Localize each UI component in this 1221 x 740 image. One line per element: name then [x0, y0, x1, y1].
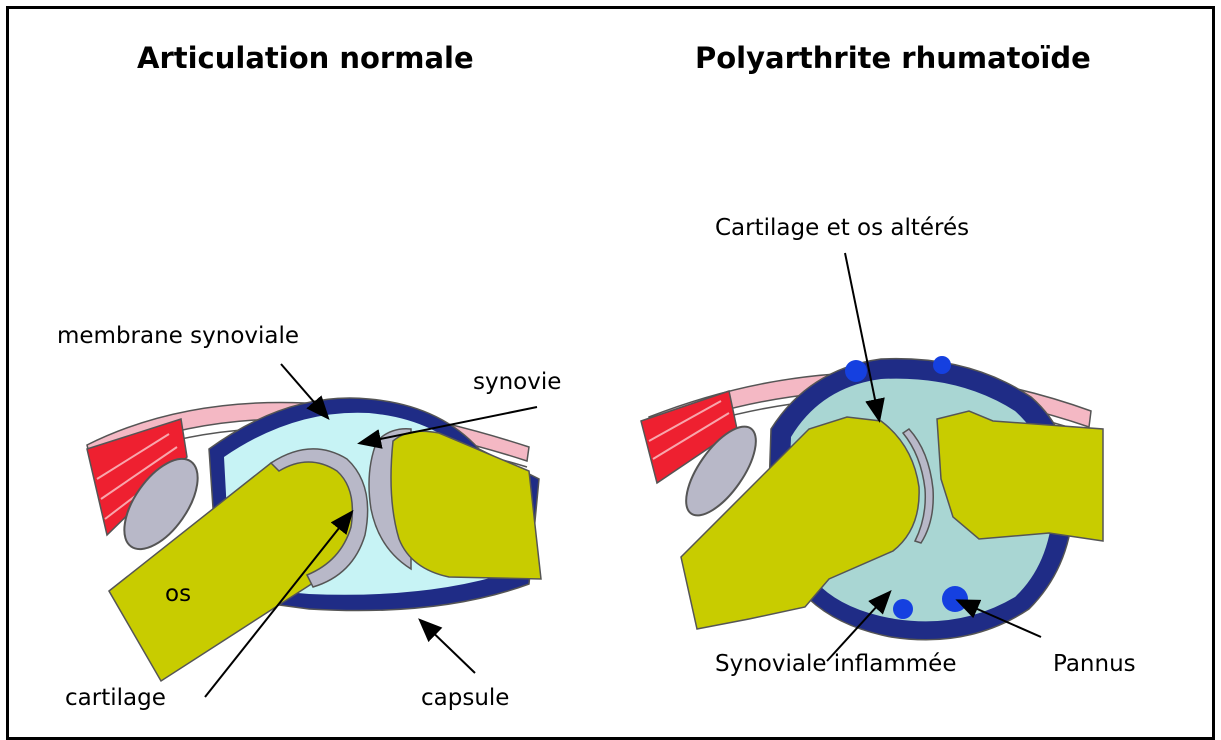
joint-illustrations — [9, 9, 1212, 737]
label-capsule: capsule — [421, 685, 509, 711]
diagram-frame: Articulation normale Polyarthrite rhumat… — [6, 6, 1215, 740]
arrow-capsule — [421, 621, 475, 673]
label-os: os — [165, 581, 191, 607]
rheumatoid-joint-illustration — [641, 253, 1103, 661]
label-synoviale-inflammee: Synoviale inflammée — [715, 651, 956, 677]
label-cartilage-et-os-alteres: Cartilage et os altérés — [715, 215, 969, 241]
label-cartilage: cartilage — [65, 685, 166, 711]
label-membrane-synoviale: membrane synoviale — [57, 323, 299, 349]
label-pannus: Pannus — [1053, 651, 1136, 677]
label-synovie: synovie — [473, 369, 561, 395]
normal-joint-illustration — [87, 364, 541, 697]
ra-bone-right — [937, 411, 1103, 541]
